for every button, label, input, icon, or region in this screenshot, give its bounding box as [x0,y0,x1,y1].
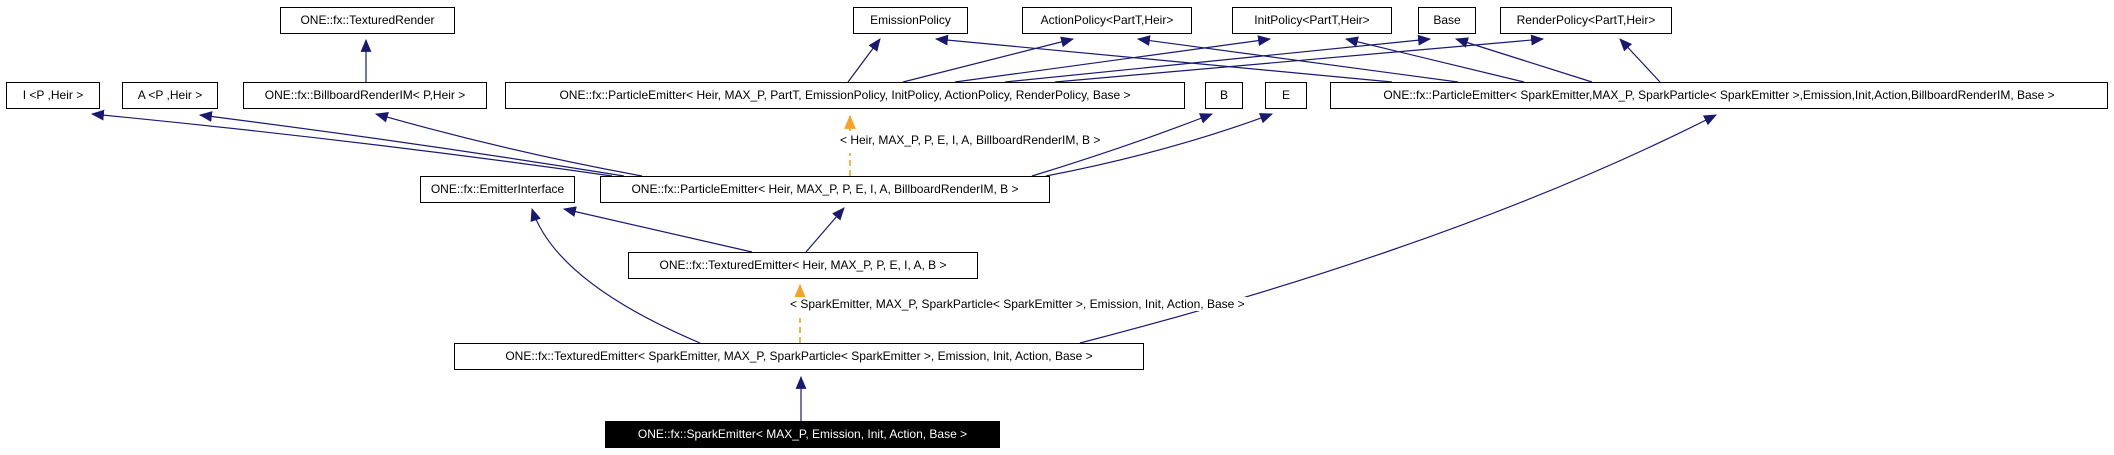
inheritance-edge-pei-to-i [90,109,613,177]
class-node-ap[interactable]: ActionPolicy<PartT,Heir> [1022,7,1192,34]
class-node-b[interactable]: B [1205,82,1243,109]
class-node-se: ONE::fx::SparkEmitter< MAX_P, Emission, … [605,421,1000,448]
inheritance-edge-pes-to-ap [1136,35,1459,83]
class-node-rp[interactable]: RenderPolicy<PartT,Heir> [1500,7,1672,34]
inheritance-edge-peg-to-ip [954,35,1272,83]
inheritance-edge-pei-to-bb [374,112,643,177]
inheritance-edge-pei-to-b [1031,113,1214,177]
inheritance-edge-peg-to-ba [1004,34,1432,83]
inheritance-edge-pes-to-ba [1454,37,1593,83]
class-node-tr[interactable]: ONE::fx::TexturedRender [280,7,455,34]
class-node-a[interactable]: A <P ,Heir > [122,82,218,109]
template-args-label-l1: < Heir, MAX_P, P, E, I, A, BillboardRend… [838,133,1103,147]
class-node-pes[interactable]: ONE::fx::ParticleEmitter< SparkEmitter,M… [1330,82,2108,109]
class-node-ip[interactable]: InitPolicy<PartT,Heir> [1232,7,1392,34]
class-node-tes[interactable]: ONE::fx::TexturedEmitter< SparkEmitter, … [454,343,1144,370]
inheritance-edge-tes-to-pes [1079,114,1717,344]
inheritance-edge-teg-to-pei [805,207,845,253]
inheritance-edge-pes-to-ip [1344,36,1525,83]
class-node-peg[interactable]: ONE::fx::ParticleEmitter< Heir, MAX_P, P… [505,82,1185,109]
inheritance-edge-pei-to-a [198,111,625,177]
class-node-ep[interactable]: EmissionPolicy [853,7,968,34]
inheritance-edge-tes-to-ei [530,207,701,344]
class-node-pei[interactable]: ONE::fx::ParticleEmitter< Heir, MAX_P, P… [600,176,1050,203]
class-node-e[interactable]: E [1265,82,1307,109]
inheritance-edge-pes-to-ep [934,34,1393,83]
class-node-ei[interactable]: ONE::fx::EmitterInterface [420,176,575,203]
inheritance-edge-peg-to-ap [902,36,1075,83]
class-node-i[interactable]: I <P ,Heir > [6,82,100,109]
inheritance-edge-peg-to-ep [847,38,881,83]
inheritance-edge-pes-to-rp [1619,38,1661,83]
class-node-ba[interactable]: Base [1418,7,1476,34]
class-node-bb[interactable]: ONE::fx::BillboardRenderIM< P,Heir > [243,82,487,109]
template-args-label-l2: < SparkEmitter, MAX_P, SparkParticle< Sp… [788,297,1247,311]
class-node-teg[interactable]: ONE::fx::TexturedEmitter< Heir, MAX_P, P… [628,252,978,279]
inheritance-edge-pei-to-e [1045,113,1274,177]
inheritance-edge-teg-to-ei [562,206,753,253]
